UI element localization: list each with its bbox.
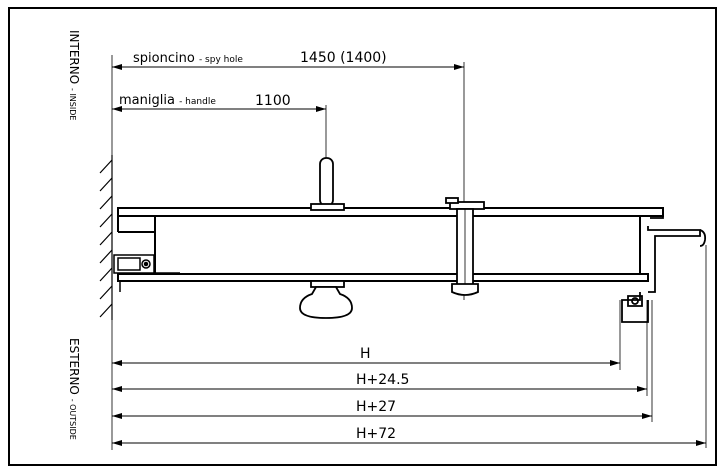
spy-hole-dimension: spioncino - spy hole 1450 (1400) [112,50,464,70]
svg-text:ESTERNO - OUTSIDE: ESTERNO - OUTSIDE [67,338,81,440]
handle-label-en: - handle [179,97,216,107]
dim-h-72: H+72 [112,426,706,446]
inside-label-main: INTERNO [67,30,81,84]
outside-label-sub: - OUTSIDE [68,399,77,440]
handle-value: 1100 [255,93,291,109]
spy-hole-label-en: - spy hole [199,55,243,65]
hinge-pin [141,259,151,269]
door-leaf [117,207,664,282]
inside-side-label: INTERNO - INSIDE [67,30,81,120]
outside-side-label: ESTERNO - OUTSIDE [67,338,81,440]
spy-hole-value: 1450 (1400) [300,50,387,66]
extension-lines [111,55,707,450]
spy-hole [445,197,485,296]
dim-h-label: H [360,346,371,362]
dim-h-27-label: H+27 [356,399,396,415]
spy-hole-label: spioncino [133,51,195,66]
handle-knob-top [319,157,334,207]
door-outer-skin [117,207,664,217]
left-frame-profile [113,254,180,292]
door-inner-skin [117,273,649,282]
right-frame-profile [621,207,707,323]
drawing-frame [8,7,717,466]
dim-h-24-5: H+24.5 [112,372,647,392]
handle [299,157,353,319]
svg-text:maniglia - handle: maniglia - handle [119,93,216,108]
dim-h-27: H+27 [112,399,652,419]
svg-text:spioncino - spy hole: spioncino - spy hole [133,51,243,66]
wall-hatch [99,155,113,320]
outside-label-main: ESTERNO [67,338,81,395]
handle-dimension: maniglia - handle 1100 [112,93,326,112]
handle-lever [299,286,353,319]
handle-label: maniglia [119,93,175,108]
dim-h-24-5-label: H+24.5 [356,372,409,388]
inside-label-sub: - INSIDE [68,88,77,120]
dim-h: H [112,346,620,366]
svg-text:INTERNO - INSIDE: INTERNO - INSIDE [67,30,81,120]
dim-h-72-label: H+72 [356,426,396,442]
